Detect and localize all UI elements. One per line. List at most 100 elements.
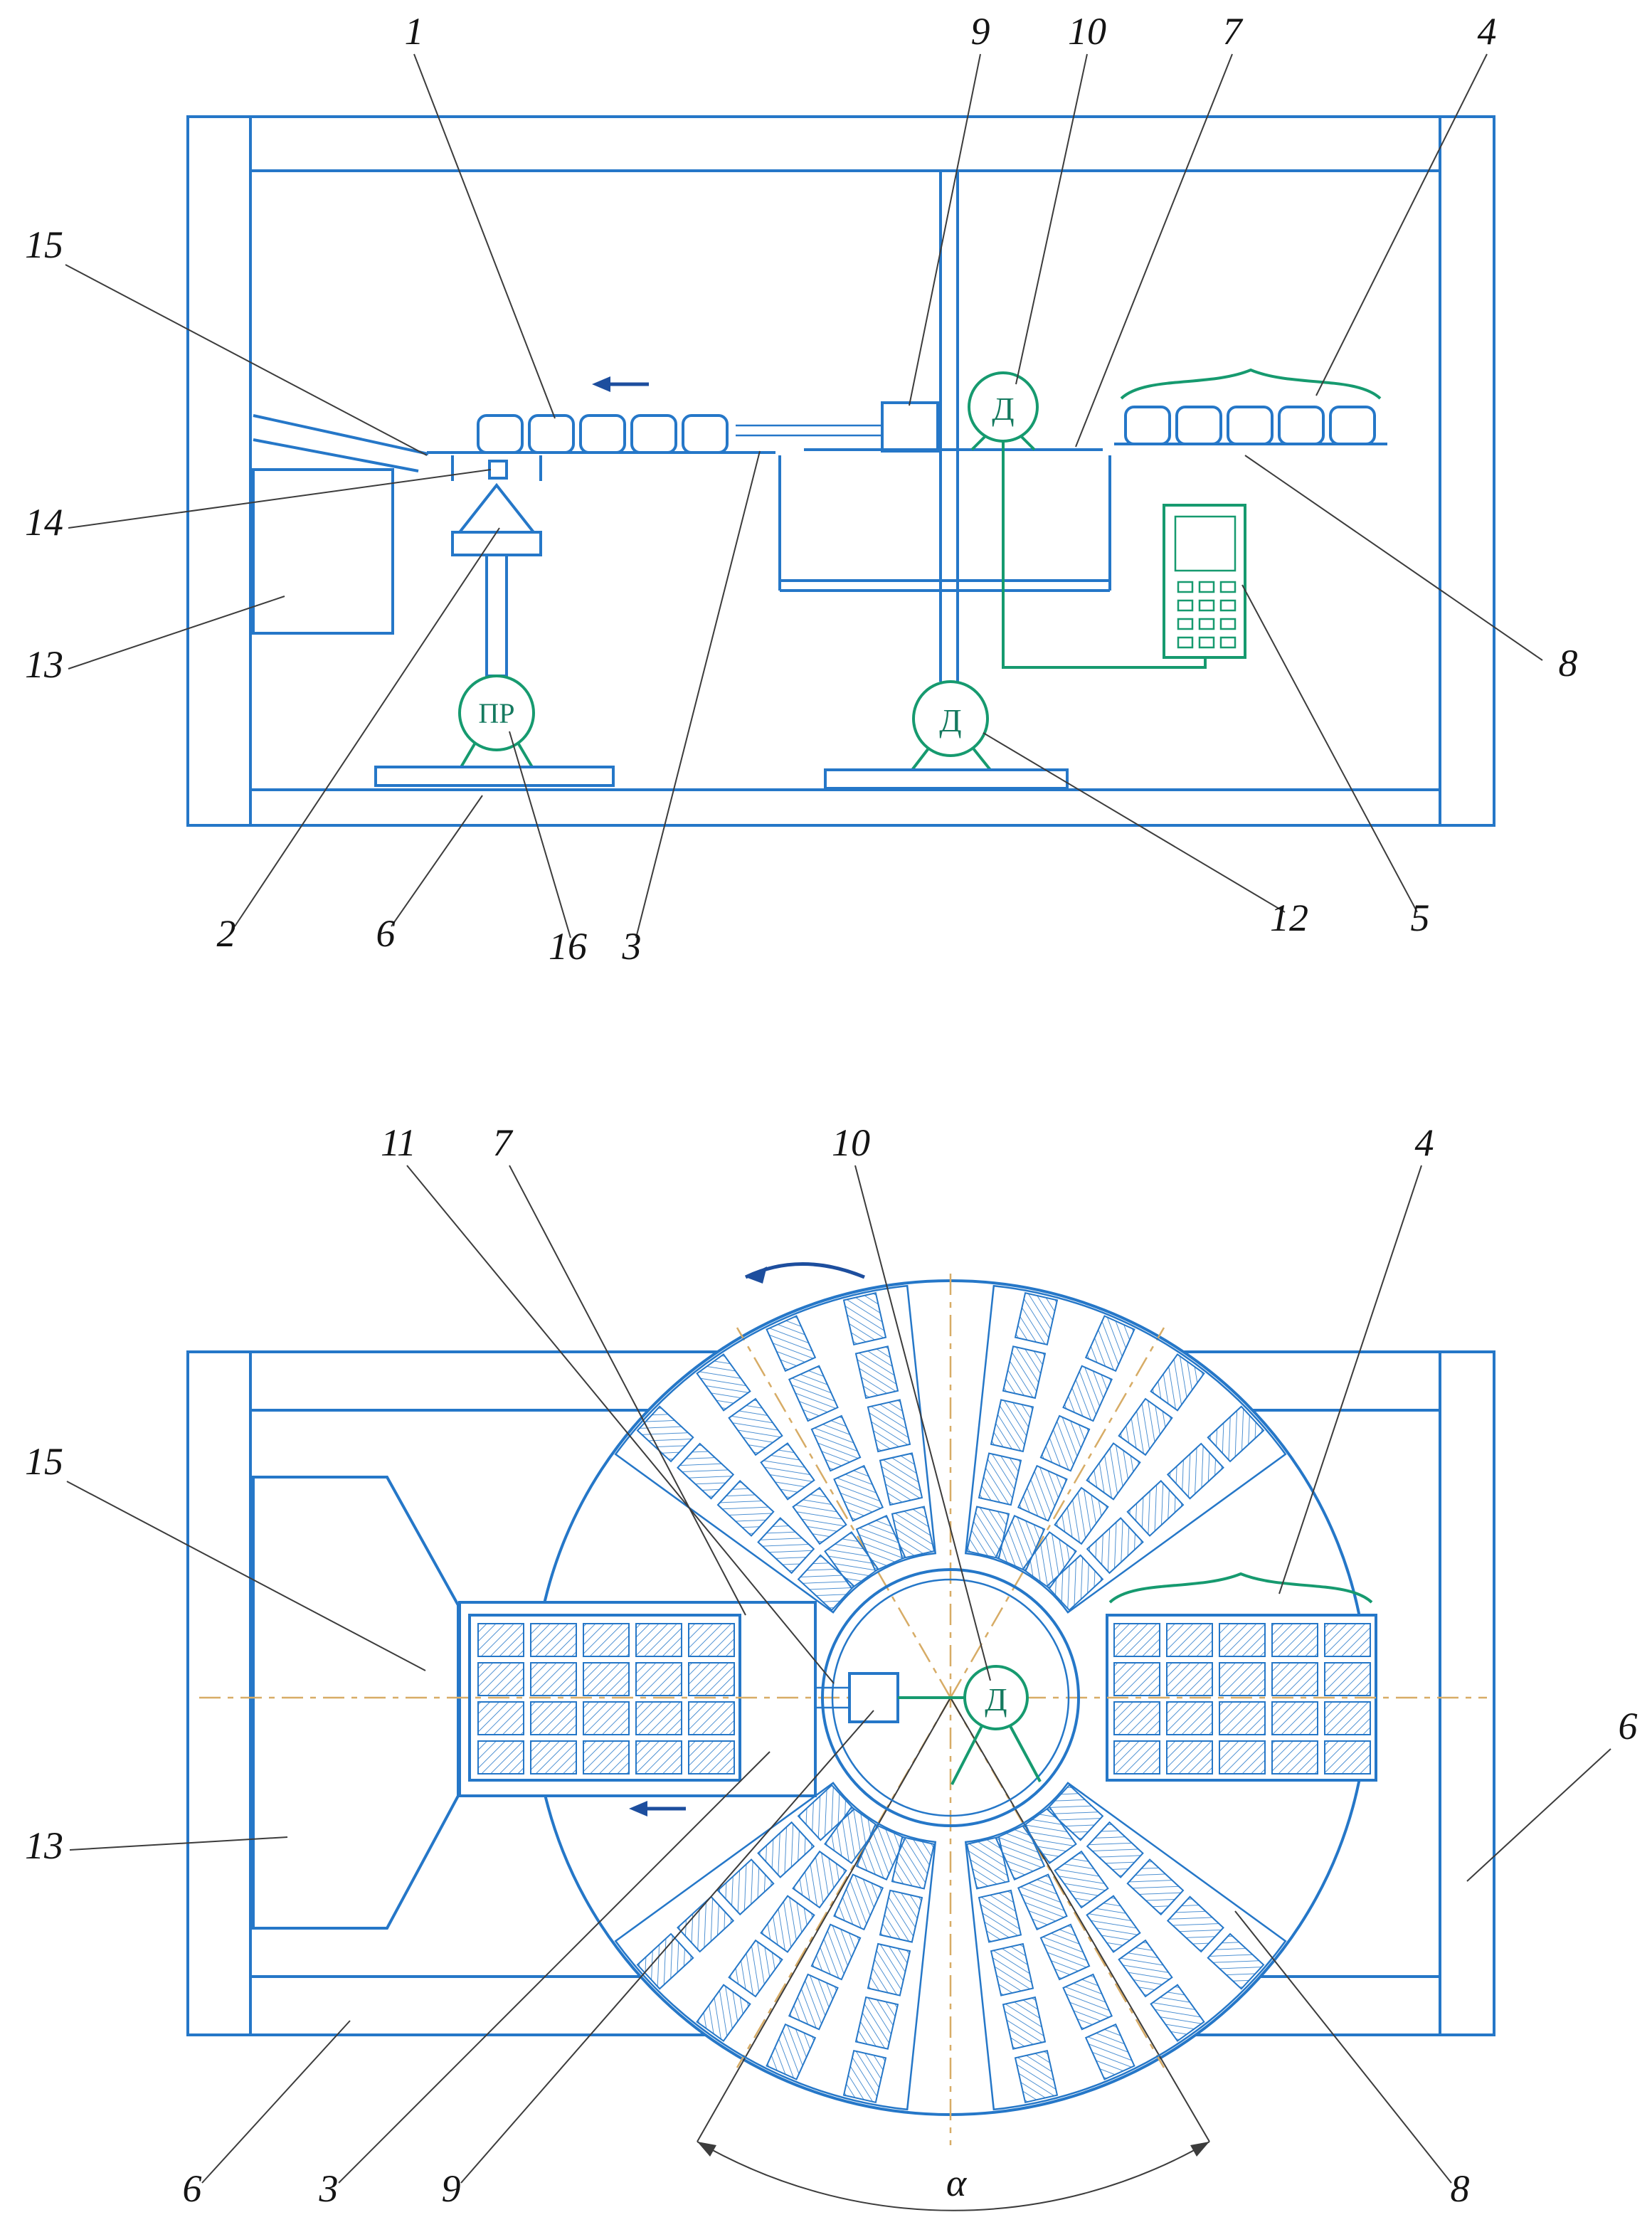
keypad-key bbox=[1177, 636, 1194, 649]
sector-item bbox=[1166, 1442, 1224, 1500]
fig1-labels: 1 9 10 7 4 15 14 13 8 2 6 16 3 12 5 bbox=[25, 10, 1578, 968]
sector-tray-lower-right bbox=[964, 1782, 1287, 2111]
tray-item bbox=[1271, 1623, 1318, 1657]
sector-tray-upper-left bbox=[614, 1284, 937, 1614]
press-drive-label: ПР bbox=[478, 697, 514, 729]
sector-item bbox=[879, 1889, 923, 1943]
tray-item bbox=[583, 1662, 630, 1696]
tray-item bbox=[583, 1623, 630, 1657]
tray-item bbox=[688, 1740, 735, 1775]
sector-item bbox=[965, 1836, 1010, 1890]
tray-item bbox=[1166, 1701, 1213, 1735]
sector-item bbox=[766, 2023, 817, 2080]
leader-6r bbox=[1466, 1748, 1611, 1882]
keypad-key bbox=[1198, 581, 1215, 593]
label-1: 1 bbox=[405, 10, 424, 53]
leader-12 bbox=[983, 732, 1286, 913]
sector-item bbox=[833, 1873, 884, 1931]
label-9-plan: 9 bbox=[442, 2167, 461, 2210]
keypad-key bbox=[1219, 618, 1237, 630]
bottom-motor: Д bbox=[824, 680, 1069, 790]
label-3: 3 bbox=[622, 925, 642, 968]
sector-item bbox=[1039, 1923, 1091, 1981]
fig2-leaders bbox=[66, 1165, 1611, 2184]
sector-item bbox=[788, 1365, 839, 1422]
label-5: 5 bbox=[1411, 896, 1430, 939]
sector-outline bbox=[964, 1782, 1287, 2111]
tray-item bbox=[1166, 1740, 1213, 1775]
control-panel bbox=[1002, 441, 1246, 669]
sector-item bbox=[1086, 1517, 1144, 1575]
cups-right bbox=[1124, 406, 1376, 445]
tray-item bbox=[1219, 1623, 1266, 1657]
leader-13 bbox=[68, 596, 285, 670]
cups-left bbox=[477, 414, 729, 454]
keypad-key bbox=[1177, 581, 1194, 593]
sector-item bbox=[990, 1399, 1034, 1453]
label-4-plan: 4 bbox=[1415, 1121, 1434, 1164]
leader-7b bbox=[509, 1165, 746, 1616]
tray-item bbox=[688, 1623, 735, 1657]
sector-item bbox=[978, 1889, 1022, 1943]
sector-item bbox=[797, 1784, 855, 1841]
label-7-plan: 7 bbox=[493, 1121, 514, 1164]
sector-item bbox=[716, 1479, 775, 1537]
brace-plan bbox=[1108, 1572, 1373, 1604]
center-ring-outer bbox=[821, 1568, 1080, 1827]
tray-item bbox=[530, 1662, 577, 1696]
cup bbox=[682, 414, 729, 454]
sector-item bbox=[1086, 1895, 1141, 1953]
label-4: 4 bbox=[1478, 10, 1497, 53]
center-motor-label: Д bbox=[985, 1681, 1007, 1718]
keypad-key bbox=[1219, 581, 1237, 593]
keypad-key bbox=[1198, 636, 1215, 649]
sector-tray-lower-left bbox=[614, 1782, 937, 2111]
tray-item bbox=[688, 1662, 735, 1696]
leader-8b bbox=[1234, 1910, 1452, 2184]
sector-item bbox=[810, 1923, 862, 1981]
sector-item bbox=[760, 1895, 815, 1953]
sector-item bbox=[1002, 1345, 1047, 1400]
tray-right-items bbox=[1113, 1623, 1371, 1775]
label-6: 6 bbox=[376, 912, 396, 955]
cup bbox=[1175, 406, 1222, 445]
label-10-plan: 10 bbox=[832, 1121, 870, 1164]
label-14: 14 bbox=[25, 501, 63, 544]
sector-item bbox=[1046, 1784, 1104, 1841]
sector-item bbox=[1084, 2023, 1135, 2080]
sector-item bbox=[716, 1858, 775, 1916]
panel-keypad bbox=[1177, 581, 1237, 649]
press-base bbox=[374, 766, 615, 787]
sector-item bbox=[854, 1345, 899, 1400]
sector-item bbox=[788, 1973, 839, 2031]
leader-5 bbox=[1241, 584, 1418, 913]
tray-item bbox=[1324, 1701, 1371, 1735]
top-motor-label: Д bbox=[992, 391, 1014, 427]
sector-item bbox=[867, 1399, 911, 1453]
label-13-plan: 13 bbox=[25, 1824, 63, 1867]
leader-4b bbox=[1278, 1165, 1422, 1594]
sector-item bbox=[855, 1515, 906, 1572]
sector-item bbox=[833, 1464, 884, 1522]
sector-outline bbox=[614, 1284, 937, 1614]
bottom-motor-label: Д bbox=[939, 702, 961, 739]
sector-item bbox=[1207, 1405, 1265, 1463]
sector-item bbox=[1014, 1292, 1059, 1345]
sector-outline bbox=[964, 1284, 1287, 1614]
tray-item bbox=[1113, 1623, 1160, 1657]
tray-left-items bbox=[477, 1623, 735, 1775]
center-motor: Д bbox=[951, 1665, 1042, 1785]
label-6-right: 6 bbox=[1619, 1705, 1638, 1747]
label-7: 7 bbox=[1223, 10, 1244, 53]
fig2-labels: 11 7 10 4 15 13 6 6 3 9 α 8 bbox=[25, 1121, 1638, 2210]
sector-item bbox=[891, 1506, 936, 1560]
tray-item bbox=[1113, 1740, 1160, 1775]
tray-item bbox=[1324, 1623, 1371, 1657]
leader-14 bbox=[68, 469, 492, 529]
tray-item bbox=[477, 1623, 524, 1657]
tray-item bbox=[583, 1701, 630, 1735]
sector-item bbox=[1126, 1479, 1185, 1537]
sector-item bbox=[797, 1554, 855, 1612]
